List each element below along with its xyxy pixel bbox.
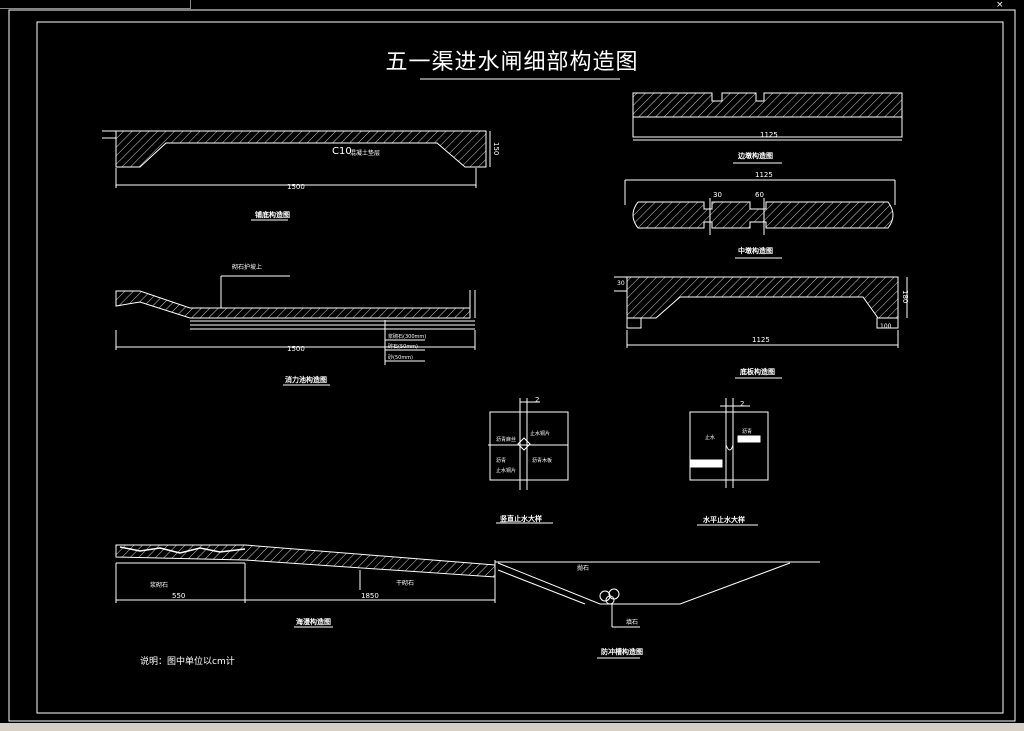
layer3-label: 砂(50mm) bbox=[388, 355, 414, 361]
v-mastic: 沥青木板 bbox=[532, 458, 553, 464]
gate-slab-drawing bbox=[102, 130, 491, 221]
caption-gate-slab: 铺底构造图 bbox=[255, 211, 290, 219]
horizontal-stop-drawing bbox=[689, 398, 769, 526]
v-asphalt: 沥青麻丝 bbox=[496, 437, 517, 443]
inner-frame bbox=[36, 21, 1004, 714]
v-joint2: 止水铜片 bbox=[496, 468, 517, 474]
mid-60: 60 bbox=[755, 191, 764, 199]
base-30: 30 bbox=[617, 280, 625, 287]
v-joint1: 沥青 bbox=[496, 458, 507, 464]
base-height: 180 bbox=[901, 290, 909, 304]
h-2: 2 bbox=[740, 400, 745, 408]
h-left: 止水 bbox=[705, 435, 716, 441]
rip-1850: 1850 bbox=[361, 592, 379, 600]
pier-length: 1125 bbox=[760, 131, 778, 139]
scour-stone-label: 抛石 bbox=[577, 565, 590, 572]
base-slab-drawing bbox=[614, 276, 908, 379]
scour-pit-label: 填石 bbox=[626, 619, 639, 626]
layer2-label: 碎石(50mm) bbox=[388, 344, 419, 350]
apron-length: 1500 bbox=[287, 345, 305, 353]
layer1-label: 浆砌石(300mm) bbox=[388, 334, 427, 340]
mortar-top-label: 砌石护坡上 bbox=[232, 264, 263, 271]
base-100: 100 bbox=[880, 323, 892, 330]
caption-horizontal-stop: 水平止水大样 bbox=[703, 516, 745, 524]
caption-apron: 消力池构造图 bbox=[285, 376, 327, 384]
base-length: 1125 bbox=[752, 336, 770, 344]
h-mid: 沥青 bbox=[742, 429, 753, 435]
middle-pier-drawing bbox=[624, 179, 896, 259]
caption-base-slab: 底板构造图 bbox=[740, 368, 775, 376]
drawing-title: 五一渠进水闸细部构造图 bbox=[385, 50, 639, 75]
anti-scour-drawing bbox=[495, 561, 820, 659]
slab-length: 1500 bbox=[287, 183, 305, 191]
caption-anti-scour: 防冲槽构造图 bbox=[601, 648, 643, 656]
close-icon[interactable]: × bbox=[996, 0, 1004, 10]
riprap-drawing bbox=[115, 544, 496, 628]
top-bar bbox=[0, 0, 1024, 8]
caption-riprap: 海漫构造图 bbox=[296, 618, 331, 626]
caption-vertical-stop: 竖直止水大样 bbox=[500, 515, 542, 523]
caption-pier-side: 边墩构造图 bbox=[738, 152, 773, 160]
vertical-stop-drawing bbox=[488, 398, 569, 524]
rip-550: 550 bbox=[172, 592, 186, 600]
c10-label: C10 bbox=[332, 146, 352, 157]
status-bar bbox=[0, 723, 1024, 731]
c10-text: 混凝土垫层 bbox=[350, 150, 381, 157]
mid-30: 30 bbox=[713, 191, 722, 199]
mid-length: 1125 bbox=[755, 171, 773, 179]
v-2: 2 bbox=[535, 396, 540, 404]
slab-height: 150 bbox=[492, 142, 500, 156]
pier-side-drawing bbox=[632, 92, 903, 164]
apron-drawing bbox=[115, 275, 476, 386]
outer-frame bbox=[8, 9, 1016, 722]
units-note: 说明：图中单位以cm计 bbox=[140, 657, 235, 667]
dry-stone2-label: 干砌石 bbox=[396, 580, 415, 587]
dry-stone-label: 浆砌石 bbox=[150, 582, 169, 589]
top-left-panel bbox=[0, 0, 191, 9]
caption-middle-pier: 中墩构造图 bbox=[738, 247, 773, 255]
v-copper: 止水铜片 bbox=[530, 431, 551, 437]
